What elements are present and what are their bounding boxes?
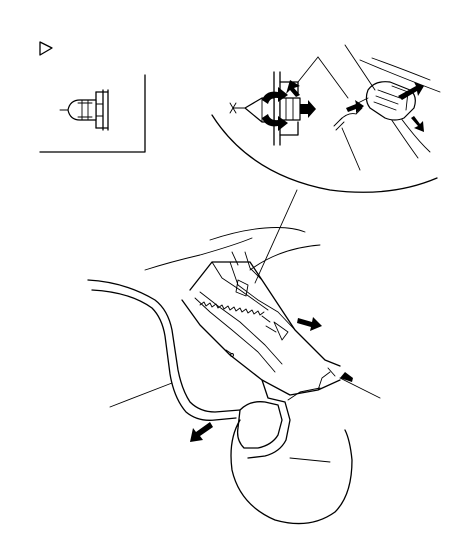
vehicle-body — [87, 227, 353, 525]
leader-lines — [109, 44, 381, 408]
note-triangle-icon — [39, 41, 53, 56]
pull-arrow-icon — [297, 317, 322, 331]
magnified-clip — [229, 71, 316, 146]
magnified-detail-outline — [211, 114, 438, 193]
pointer-arrow-icon — [340, 372, 353, 382]
clip-cross-section — [59, 89, 109, 131]
pull-arrow-icon — [190, 422, 213, 442]
clip-detail-box — [39, 74, 146, 153]
magnified-trim-clip — [333, 57, 441, 159]
